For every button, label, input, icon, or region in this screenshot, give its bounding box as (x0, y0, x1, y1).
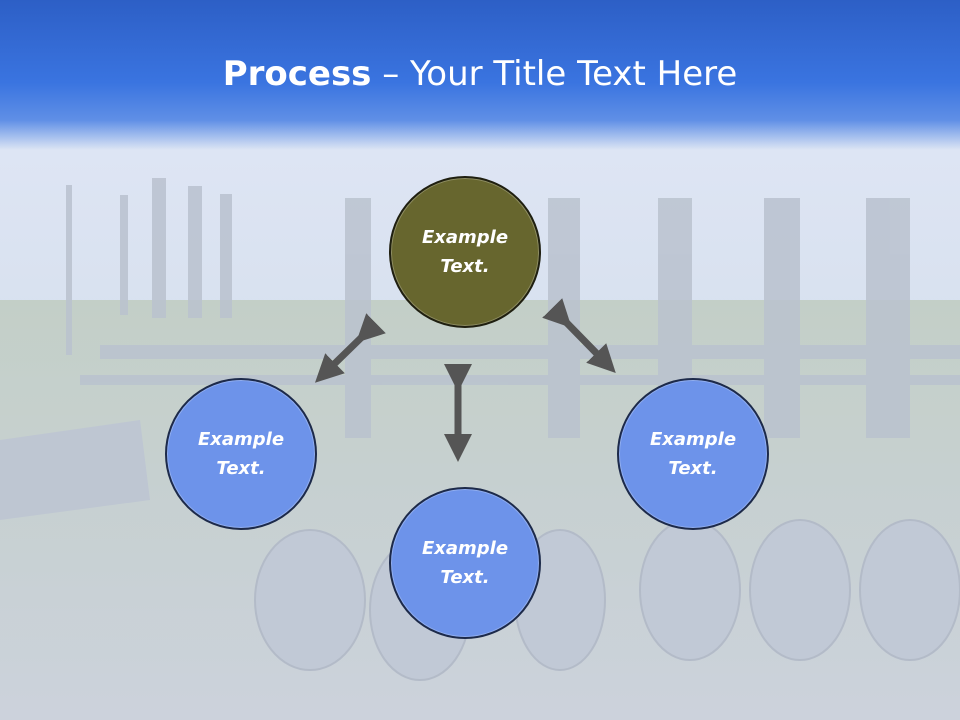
title-rest-part: – Your Title Text Here (371, 54, 738, 94)
title-bold-part: Process (222, 54, 372, 94)
slide-title[interactable]: Process – Your Title Text Here (0, 52, 960, 96)
arrow-top-left (314, 313, 386, 383)
process-node-right[interactable]: Example Text. (617, 378, 769, 530)
node-left-label: Example Text. (197, 429, 285, 479)
node-right-label: Example Text. (649, 429, 737, 479)
process-node-bottom[interactable]: Example Text. (389, 487, 541, 639)
arrow-top-right (542, 298, 616, 374)
process-node-left[interactable]: Example Text. (165, 378, 317, 530)
node-bottom-label: Example Text. (421, 538, 509, 588)
title-band (0, 0, 960, 150)
node-top-label: Example Text. (421, 227, 509, 277)
process-node-top[interactable]: Example Text. (389, 176, 541, 328)
